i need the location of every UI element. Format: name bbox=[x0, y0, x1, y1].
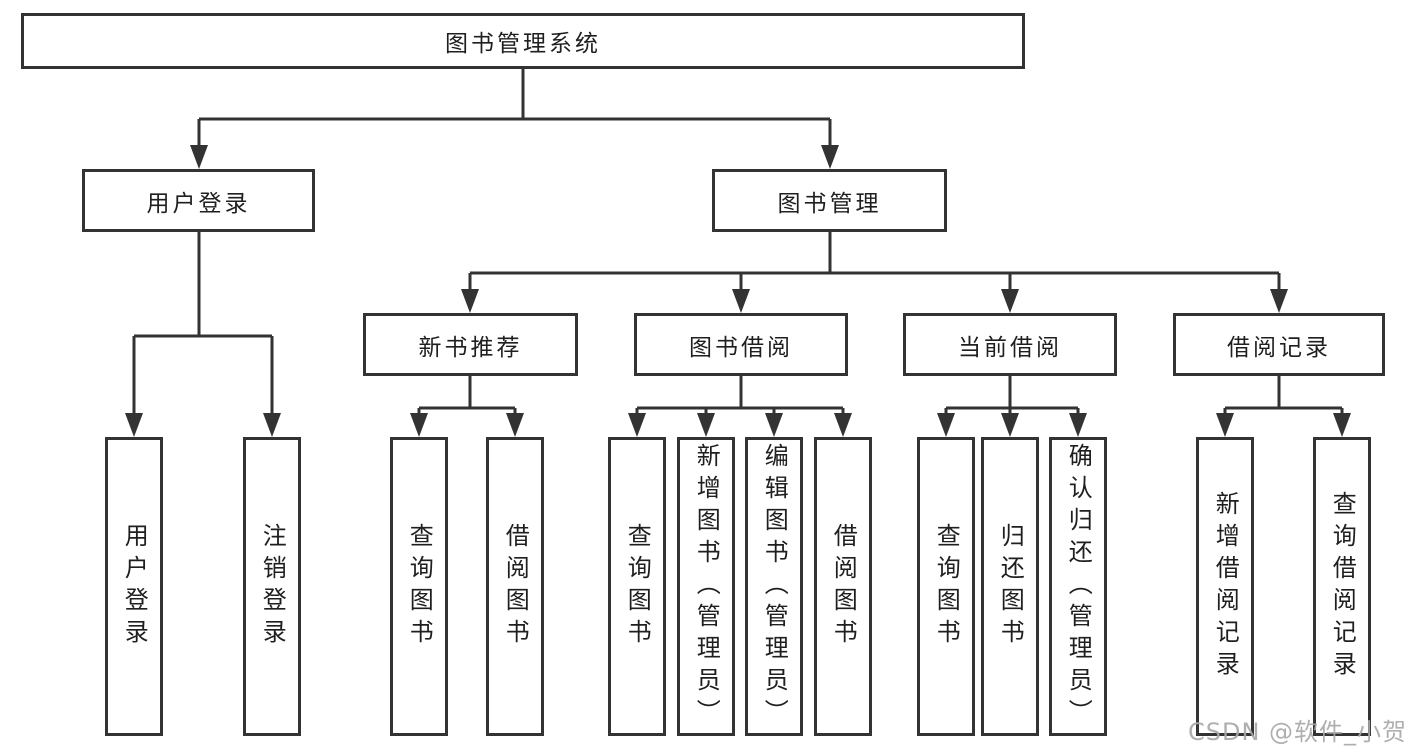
leaf-user-login: 用户登录 bbox=[105, 437, 163, 736]
leaf-edit-books-admin-label: 编辑图书（管理员） bbox=[760, 442, 789, 731]
leaf-confirm-return-admin-label: 确认归还（管理员） bbox=[1064, 442, 1093, 731]
leaf-add-books-admin: 新增图书（管理员） bbox=[677, 437, 735, 736]
node-book-management-label: 图书管理 bbox=[777, 190, 882, 217]
node-borrowing-records-label: 借阅记录 bbox=[1227, 334, 1331, 361]
leaf-user-login-label: 用户登录 bbox=[120, 522, 149, 651]
leaf-add-borrow-record: 新增借阅记录 bbox=[1196, 437, 1254, 736]
leaf-query-books-recommend-label: 查询图书 bbox=[405, 522, 434, 651]
leaf-confirm-return-admin: 确认归还（管理员） bbox=[1049, 437, 1107, 736]
leaf-logout-label: 注销登录 bbox=[258, 522, 287, 651]
leaf-query-books-current-label: 查询图书 bbox=[932, 522, 961, 651]
leaf-borrow-books: 借阅图书 bbox=[814, 437, 872, 736]
node-user-login-label: 用户登录 bbox=[146, 190, 251, 217]
leaf-borrow-books-label: 借阅图书 bbox=[829, 522, 858, 651]
leaf-query-books-borrow-label: 查询图书 bbox=[623, 522, 652, 651]
leaf-return-books: 归还图书 bbox=[981, 437, 1039, 736]
csdn-watermark: CSDN @软件_小贺同学 bbox=[1188, 718, 1405, 746]
node-library-management-system-label: 图书管理系统 bbox=[445, 31, 601, 57]
leaf-logout: 注销登录 bbox=[243, 437, 301, 736]
leaf-edit-books-admin: 编辑图书（管理员） bbox=[745, 437, 803, 736]
leaf-query-books-recommend: 查询图书 bbox=[390, 437, 448, 736]
leaf-return-books-label: 归还图书 bbox=[996, 522, 1025, 651]
leaf-add-books-admin-label: 新增图书（管理员） bbox=[692, 442, 721, 731]
leaf-query-borrow-record: 查询借阅记录 bbox=[1313, 437, 1371, 736]
node-book-borrowing: 图书借阅 bbox=[634, 313, 848, 376]
leaf-add-borrow-record-label: 新增借阅记录 bbox=[1211, 490, 1240, 683]
node-library-management-system: 图书管理系统 bbox=[21, 13, 1025, 69]
leaf-query-books-current: 查询图书 bbox=[917, 437, 975, 736]
node-borrowing-records: 借阅记录 bbox=[1173, 313, 1385, 376]
leaf-query-books-borrow: 查询图书 bbox=[608, 437, 666, 736]
node-new-book-recommendation-label: 新书推荐 bbox=[418, 334, 523, 361]
node-user-login: 用户登录 bbox=[82, 169, 315, 232]
node-book-borrowing-label: 图书借阅 bbox=[689, 334, 793, 361]
node-current-borrowing-label: 当前借阅 bbox=[958, 334, 1062, 361]
leaf-borrow-books-recommend: 借阅图书 bbox=[486, 437, 544, 736]
leaf-query-borrow-record-label: 查询借阅记录 bbox=[1328, 490, 1357, 683]
node-new-book-recommendation: 新书推荐 bbox=[363, 313, 578, 376]
node-current-borrowing: 当前借阅 bbox=[903, 313, 1117, 376]
leaf-borrow-books-recommend-label: 借阅图书 bbox=[501, 522, 530, 651]
node-book-management: 图书管理 bbox=[712, 169, 947, 232]
